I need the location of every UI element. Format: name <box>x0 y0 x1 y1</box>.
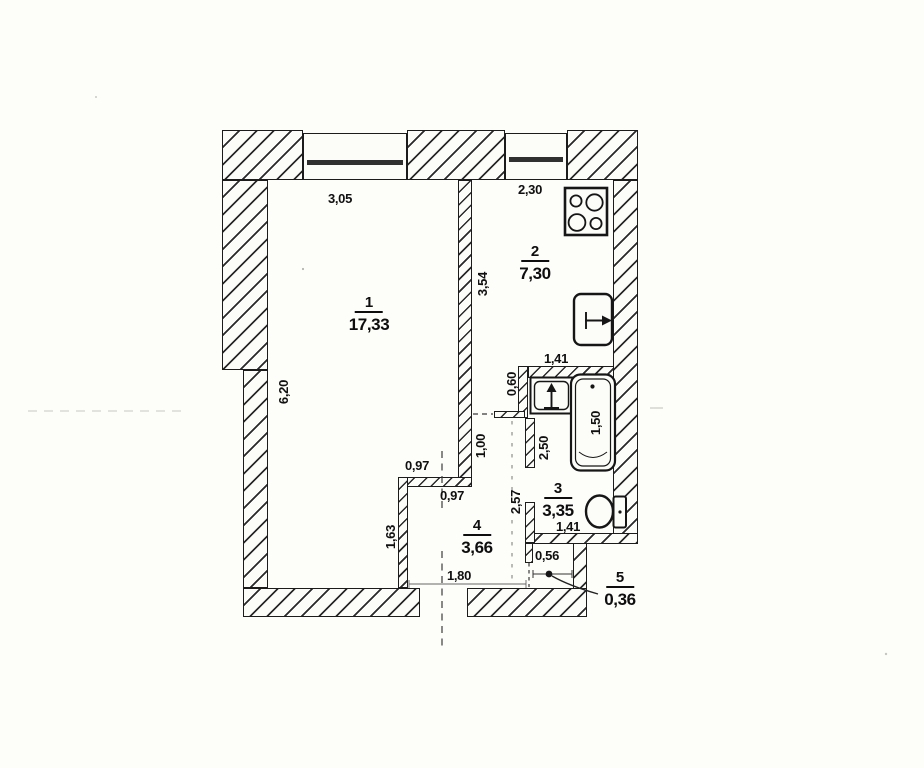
stove-icon <box>563 186 609 237</box>
dim-corridor-length: 1,00 <box>473 433 488 459</box>
room-label-bathroom: 3 3,35 <box>542 480 574 520</box>
dim-jog-wall-bottom: 0,97 <box>439 488 465 503</box>
room-number-3: 3 <box>543 480 573 499</box>
wall-hall-top-jog <box>402 477 472 487</box>
wall-top-right-segment <box>567 130 638 180</box>
wall-room5-right <box>573 543 587 589</box>
wall-right <box>613 180 638 543</box>
wall-hall-left <box>398 477 408 588</box>
window-kitchen <box>505 133 567 180</box>
wall-kitchen-bottom <box>528 366 614 378</box>
wall-top-mid-segment <box>407 130 505 180</box>
window-kitchen-glass-line <box>509 157 563 162</box>
wall-room1-kitchen-divider <box>458 180 472 487</box>
kitchen-sink-icon <box>572 292 614 347</box>
window-room1 <box>303 133 407 180</box>
room-number-1: 1 <box>354 294 384 313</box>
dimension-lines <box>408 570 573 588</box>
room-area-2: 7,30 <box>519 264 551 283</box>
room-number-2: 2 <box>520 243 550 262</box>
wall-top-left-segment <box>222 130 303 180</box>
window-room1-glass-line <box>307 160 403 165</box>
room-area-1: 17,33 <box>348 315 390 334</box>
dim-bath-width-bottom: 1,41 <box>555 519 581 534</box>
wall-left-upper <box>222 180 268 370</box>
dim-bathtub-length: 1,50 <box>588 410 603 436</box>
dim-jog-wall-top: 0,97 <box>404 458 430 473</box>
room-number-4: 4 <box>462 517 492 536</box>
room5-leader-dot <box>545 570 553 578</box>
room-area-4: 3,66 <box>461 538 493 557</box>
room-label-kitchen: 2 7,30 <box>519 243 551 283</box>
dim-basin-niche-depth: 0,60 <box>504 371 519 397</box>
washbasin-icon <box>529 376 574 415</box>
dim-kitchen-height: 3,54 <box>475 271 490 297</box>
dim-niche-width: 0,56 <box>534 548 560 563</box>
room-area-5: 0,36 <box>604 590 636 609</box>
dim-hall-right-height: 2,57 <box>508 489 523 515</box>
dim-bath-inner-height: 2,50 <box>536 435 551 461</box>
wall-bottom-left <box>243 588 420 617</box>
room-label-living: 1 17,33 <box>349 294 390 334</box>
wall-room5-left-stub <box>525 543 533 563</box>
dim-hall-left-height: 1,63 <box>383 524 398 550</box>
dim-bath-width-top: 1,41 <box>543 351 569 366</box>
wall-bath-left-lower <box>525 502 535 543</box>
dim-kitchen-width-top: 2,30 <box>517 182 543 197</box>
dim-room1-height: 6,20 <box>276 379 291 405</box>
wall-bottom-right <box>467 588 587 617</box>
room-label-closet: 5 0,36 <box>604 569 636 609</box>
room-number-5: 5 <box>605 569 635 588</box>
wall-bath-left-upper <box>525 418 535 468</box>
room-area-3: 3,35 <box>542 501 574 520</box>
room-label-hall: 4 3,66 <box>461 517 493 557</box>
wall-left-lower <box>243 370 268 588</box>
dim-hall-width-bottom: 1,80 <box>446 568 472 583</box>
wall-corridor-top <box>494 411 525 418</box>
dim-room1-width-top: 3,05 <box>327 191 353 206</box>
